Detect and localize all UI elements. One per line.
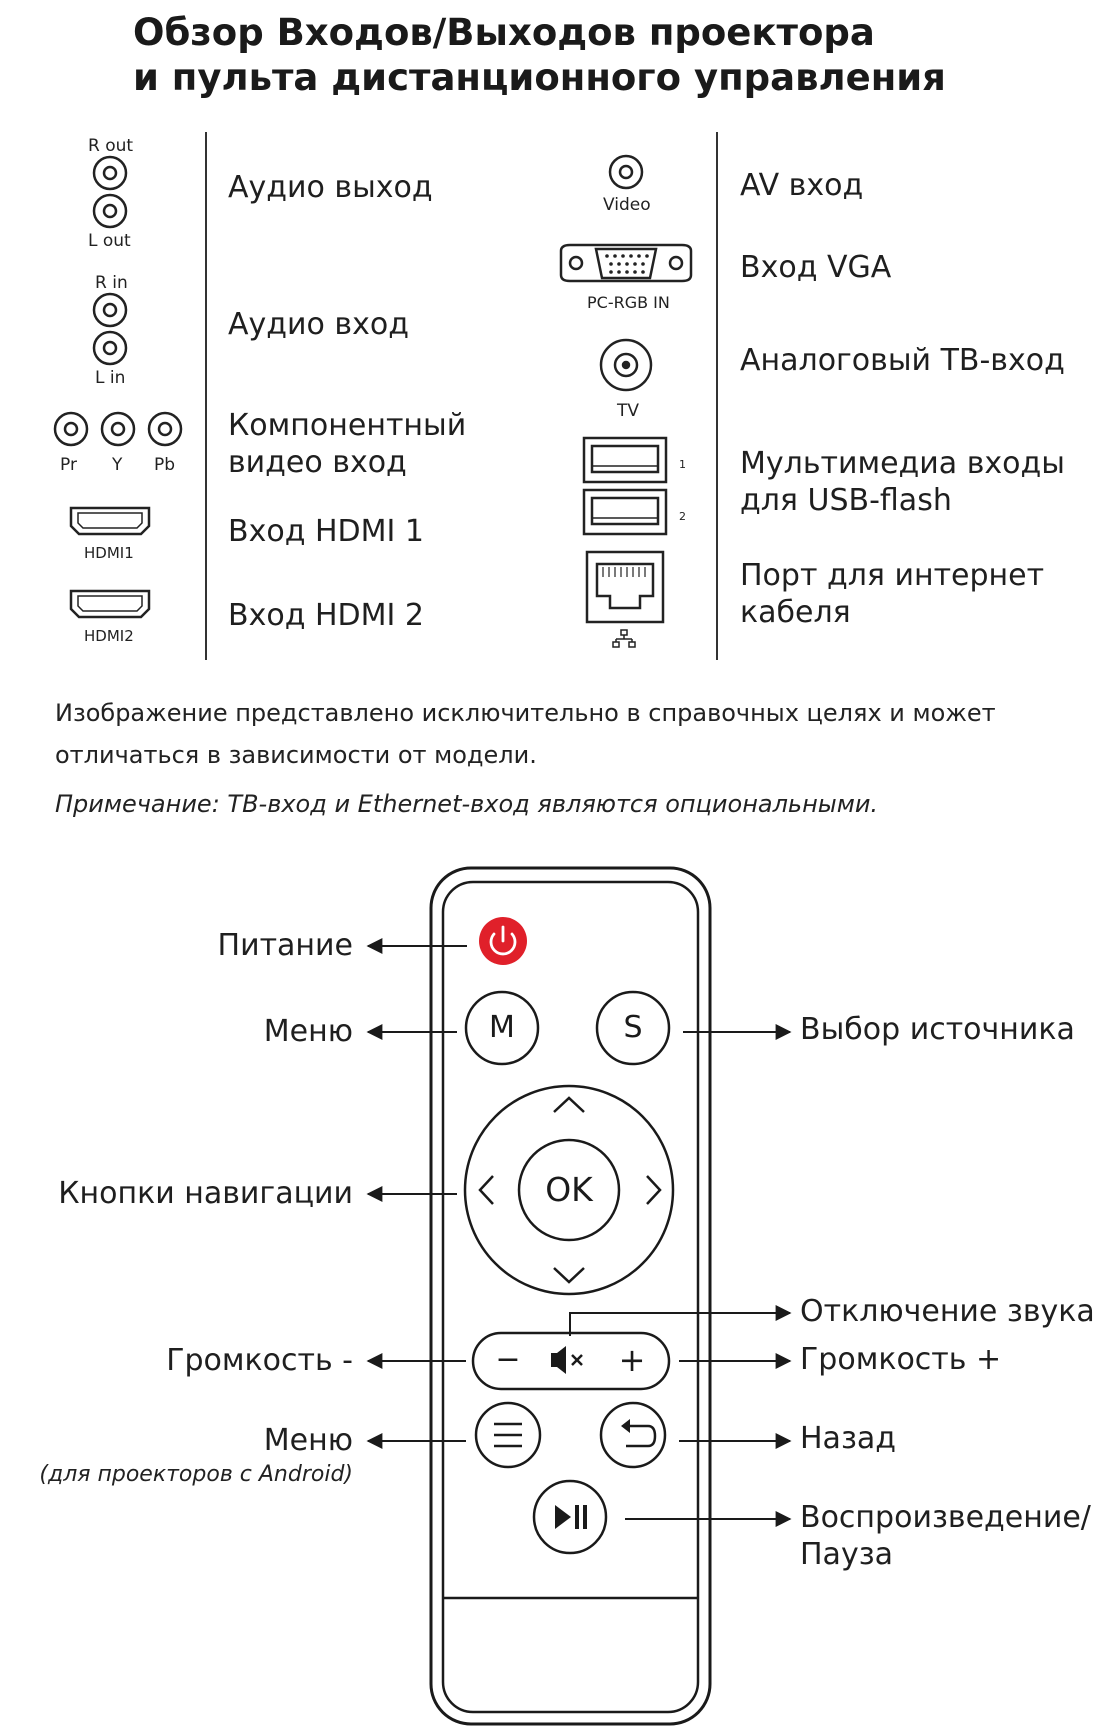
audio-out-r-jack: [92, 155, 128, 191]
note-paragraph: Изображение представлено исключительно в…: [55, 692, 996, 776]
nav-right-icon[interactable]: [646, 1175, 662, 1205]
ok-button-label[interactable]: OK: [545, 1170, 593, 1209]
label-mute: Отключение звука: [800, 1294, 1095, 1329]
nav-left-icon[interactable]: [478, 1175, 494, 1205]
lan-text-1: Порт для интернет: [740, 558, 1045, 593]
audio-out-l-jack: [92, 193, 128, 229]
component-pr-jack: [53, 411, 89, 447]
nav-down-icon[interactable]: [553, 1267, 585, 1284]
label-android-menu: Меню: [263, 1423, 353, 1458]
hdmi1-text: Вход HDMI 1: [228, 514, 424, 549]
label-source: Выбор источника: [800, 1012, 1075, 1047]
audio-in-text: Аудио вход: [228, 307, 409, 342]
label-menu: Меню: [263, 1014, 353, 1049]
hamburger-icon: [494, 1422, 522, 1448]
vga-port-label: PC-RGB IN: [587, 293, 670, 312]
divider-left: [205, 132, 207, 660]
note-line-1: Изображение представлено исключительно в…: [55, 699, 996, 727]
ok-button[interactable]: [517, 1138, 621, 1242]
remote-control: [366, 866, 792, 1726]
av-text: AV вход: [740, 168, 864, 203]
audio-out-r-label: R out: [88, 136, 134, 156]
lan-port-icon: [585, 550, 665, 624]
usb-text-1: Мультимедиа входы: [740, 446, 1065, 481]
audio-in-r-jack: [92, 292, 128, 328]
component-text-2: видео вход: [228, 445, 407, 480]
android-menu-button[interactable]: [474, 1401, 542, 1469]
note-line-2: отличаться в зависимости от модели.: [55, 741, 537, 769]
component-pb-label: Pb: [154, 455, 176, 475]
m-button[interactable]: [464, 990, 540, 1066]
play-pause-button[interactable]: [532, 1479, 608, 1555]
component-pr-label: Pr: [60, 455, 77, 475]
component-pb-jack: [147, 411, 183, 447]
page-title: Обзор Входов/Выходов проектора и пульта …: [133, 10, 946, 100]
hdmi2-port-icon: [69, 589, 151, 619]
audio-in-l-label: L in: [95, 368, 126, 388]
power-button[interactable]: [479, 917, 527, 965]
back-button[interactable]: [599, 1401, 667, 1469]
audio-in-l-jack: [92, 330, 128, 366]
hdmi1-port-label: HDMI1: [84, 544, 134, 562]
mute-icon[interactable]: [551, 1346, 583, 1374]
m-button-label[interactable]: M: [489, 1010, 515, 1045]
av-video-jack: [608, 154, 644, 190]
usb-port-1-icon: [582, 436, 668, 484]
usb-port-2-icon: [582, 488, 668, 536]
lan-text-2: кабеля: [740, 595, 851, 630]
title-line-1: Обзор Входов/Выходов проектора: [133, 11, 875, 54]
hdmi2-text: Вход HDMI 2: [228, 598, 424, 633]
nav-up-icon[interactable]: [553, 1096, 585, 1113]
play-pause-icon: [555, 1505, 587, 1529]
tv-port-label: TV: [617, 401, 640, 421]
component-y-label: Y: [112, 455, 123, 475]
audio-out-l-label: L out: [88, 231, 131, 251]
divider-right: [716, 132, 718, 660]
label-navigation: Кнопки навигации: [58, 1176, 353, 1211]
ports-graphics: [53, 154, 693, 648]
vol-minus-icon[interactable]: −: [495, 1342, 521, 1377]
remote-body-outer: [429, 866, 712, 1726]
s-button[interactable]: [595, 990, 671, 1066]
title-line-2: и пульта дистанционного управления: [133, 56, 946, 99]
hdmi1-port-icon: [69, 506, 151, 536]
vga-port-icon: [559, 243, 693, 283]
tv-text: Аналоговый ТВ-вход: [740, 343, 1065, 378]
usb-num-2: 2: [679, 510, 686, 523]
label-play-pause-1: Воспроизведение/: [800, 1500, 1091, 1535]
label-vol-up: Громкость +: [800, 1342, 1002, 1377]
label-android-note: (для проекторов с Android): [39, 1462, 353, 1487]
network-icon: [612, 629, 636, 648]
label-vol-down: Громкость -: [166, 1343, 353, 1378]
av-video-label: Video: [603, 195, 651, 215]
back-arrow-icon: [624, 1424, 657, 1448]
label-play-pause-2: Пауза: [800, 1537, 894, 1572]
vga-text: Вход VGA: [740, 250, 892, 285]
audio-out-text: Аудио выход: [228, 170, 433, 205]
navigation-pad[interactable]: [463, 1084, 675, 1296]
hdmi2-port-label: HDMI2: [84, 627, 134, 645]
usb-text-2: для USB-flash: [740, 483, 952, 518]
label-back: Назад: [800, 1421, 897, 1456]
tv-coax-jack: [599, 338, 653, 392]
remote-body-inner: [441, 880, 700, 1714]
note-italic: Примечание: ТВ-вход и Ethernet-вход явля…: [55, 790, 879, 818]
label-power: Питание: [217, 928, 353, 963]
usb-num-1: 1: [679, 458, 686, 471]
arrow-mute: [569, 1305, 792, 1336]
audio-in-r-label: R in: [95, 273, 128, 293]
component-text-1: Компонентный: [228, 408, 467, 443]
vol-plus-icon[interactable]: +: [618, 1341, 646, 1379]
s-button-label[interactable]: S: [623, 1010, 643, 1045]
component-y-jack: [100, 411, 136, 447]
